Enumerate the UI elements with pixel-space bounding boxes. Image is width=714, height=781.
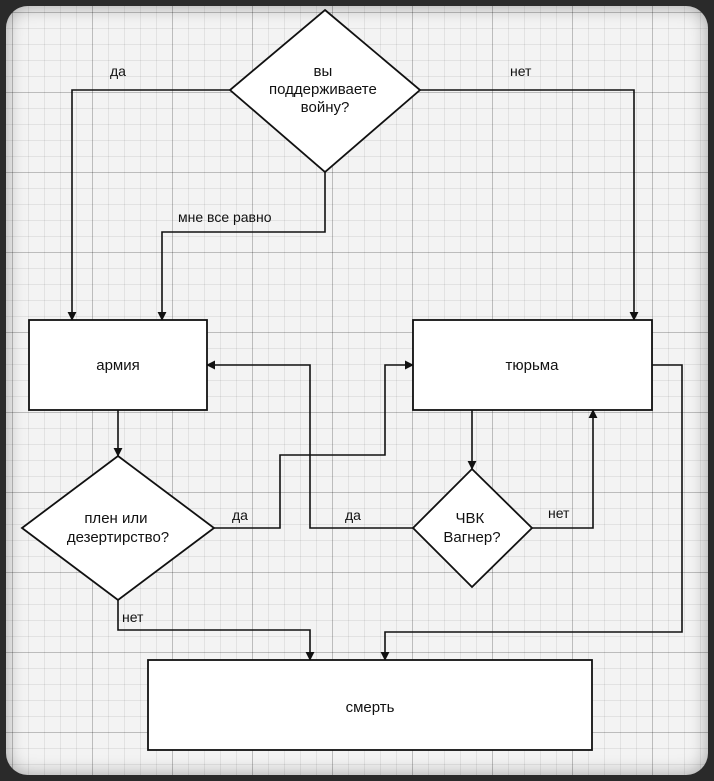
label-army: армия <box>96 357 140 374</box>
edge-prison-to-death <box>380 364 683 661</box>
edge-capture-yes <box>214 360 414 529</box>
decision-support-war <box>228 8 422 174</box>
label-death: смерть <box>346 699 395 716</box>
edge-label-wagner-no: нет <box>548 505 570 521</box>
label-wagner: ЧВК Вагнер? <box>443 510 500 546</box>
edge-label-war-yes: да <box>110 63 126 79</box>
edge-label-capture-no: нет <box>122 609 144 625</box>
edge-label-war-dontcare: мне все равно <box>178 209 272 225</box>
label-capture-line1: плен или <box>84 510 147 527</box>
box-prison <box>412 319 653 411</box>
edge-label-war-no: нет <box>510 63 532 79</box>
label-prison: тюрьма <box>506 357 560 374</box>
label-support-war-line1: вы <box>314 63 333 80</box>
edge-label-capture-yes: да <box>232 507 248 523</box>
label-wagner-line1: ЧВК <box>456 510 485 527</box>
edge-label-wagner-yes: да <box>345 507 361 523</box>
decision-capture-desertion <box>20 454 216 602</box>
label-capture-desertion: плен или дезертирство? <box>67 510 169 546</box>
box-army <box>28 319 208 411</box>
label-wagner-line2: Вагнер? <box>443 529 500 546</box>
decision-wagner <box>411 467 534 589</box>
box-death <box>147 659 593 751</box>
edge-war-yes <box>67 89 230 321</box>
label-support-war-line3: войну? <box>301 99 350 116</box>
edge-wagner-no <box>532 409 598 529</box>
edge-wagner-yes <box>206 360 413 529</box>
label-capture-line2: дезертирство? <box>67 529 169 546</box>
label-support-war-line2: поддерживаете <box>269 81 377 98</box>
edge-war-no <box>420 89 639 321</box>
label-support-war: вы поддерживаете войну? <box>269 63 381 116</box>
edge-war-dontcare <box>157 172 326 321</box>
edge-capture-no <box>117 600 315 661</box>
